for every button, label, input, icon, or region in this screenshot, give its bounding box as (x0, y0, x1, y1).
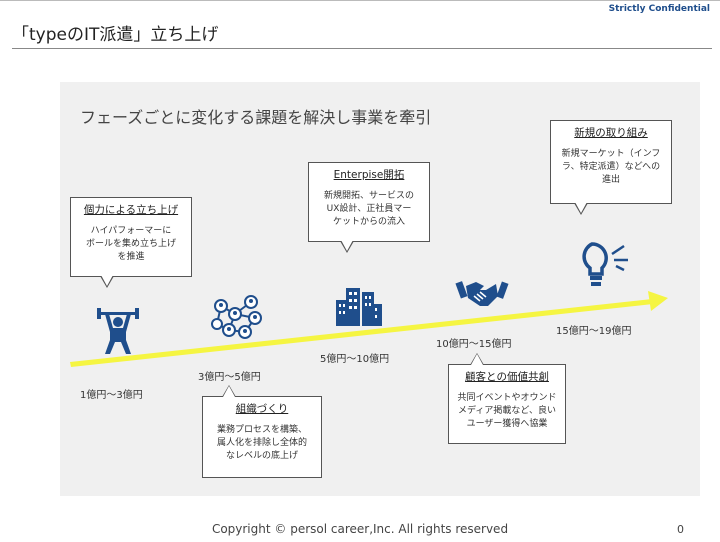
callout-tail (223, 386, 235, 397)
phase-callout-2: 組織づくり 業務プロセスを構築、 属人化を排除し全体的 なレベルの底上げ (202, 396, 322, 478)
slide-title: 「typeのIT派遣」立ち上げ (12, 25, 219, 45)
phase-description: ハイパフォーマーに ボールを集め立ち上げ を推進 (85, 226, 176, 262)
network-icon (211, 295, 262, 339)
panel-heading: フェーズごとに変化する課題を解決し事業を牽引 (80, 108, 432, 127)
top-rule (0, 0, 720, 1)
buildings-icon (336, 288, 382, 326)
phase-description: 共同イベントやオウンド メディア掲載など、良い ユーザー獲得へ協業 (457, 393, 557, 429)
callout-tail (575, 202, 587, 213)
phase-description: 新規開拓、サービスの UX設計、正社員マー ケットからの流入 (323, 191, 414, 227)
revenue-label-2: 3億円〜5億円 (198, 372, 261, 383)
phase-description: 新規マーケット（インフ ラ、特定派遣）などへの 進出 (561, 149, 661, 185)
phase-callout-4: 顧客との価値共創 共同イベントやオウンド メディア掲載など、良い ユーザー獲得へ… (448, 364, 566, 444)
phase-title: 個力による立ち上げ (83, 204, 179, 216)
phase-title: 新規の取り組み (574, 127, 648, 139)
phase-title: Enterpise開拓 (333, 169, 405, 181)
phase-title: 組織づくり (235, 403, 289, 415)
weightlifter-icon (97, 308, 139, 354)
phase-callout-3: Enterpise開拓 新規開拓、サービスの UX設計、正社員マー ケットからの… (308, 162, 430, 242)
callout-tail (471, 354, 483, 365)
phase-title: 顧客との価値共創 (465, 371, 549, 383)
page-number: 0 (677, 523, 684, 536)
phase-description: 業務プロセスを構築、 属人化を排除し全体的 なレベルの底上げ (216, 425, 307, 461)
revenue-label-1: 1億円〜3億円 (80, 390, 143, 401)
callout-tail (341, 240, 353, 251)
revenue-label-5: 15億円〜19億円 (556, 326, 632, 337)
lightbulb-icon (582, 242, 628, 286)
phase-callout-1: 個力による立ち上げ ハイパフォーマーに ボールを集め立ち上げ を推進 (70, 197, 192, 277)
copyright-footer: Copyright © persol career,Inc. All right… (211, 522, 509, 536)
title-divider (12, 48, 712, 49)
handshake-icon (455, 281, 509, 306)
callout-tail (101, 275, 113, 286)
revenue-label-3: 5億円〜10億円 (320, 354, 390, 365)
confidential-label: Strictly Confidential (608, 4, 710, 14)
phase-callout-5: 新規の取り組み 新規マーケット（インフ ラ、特定派遣）などへの 進出 (550, 120, 672, 204)
revenue-label-4: 10億円〜15億円 (436, 339, 512, 350)
